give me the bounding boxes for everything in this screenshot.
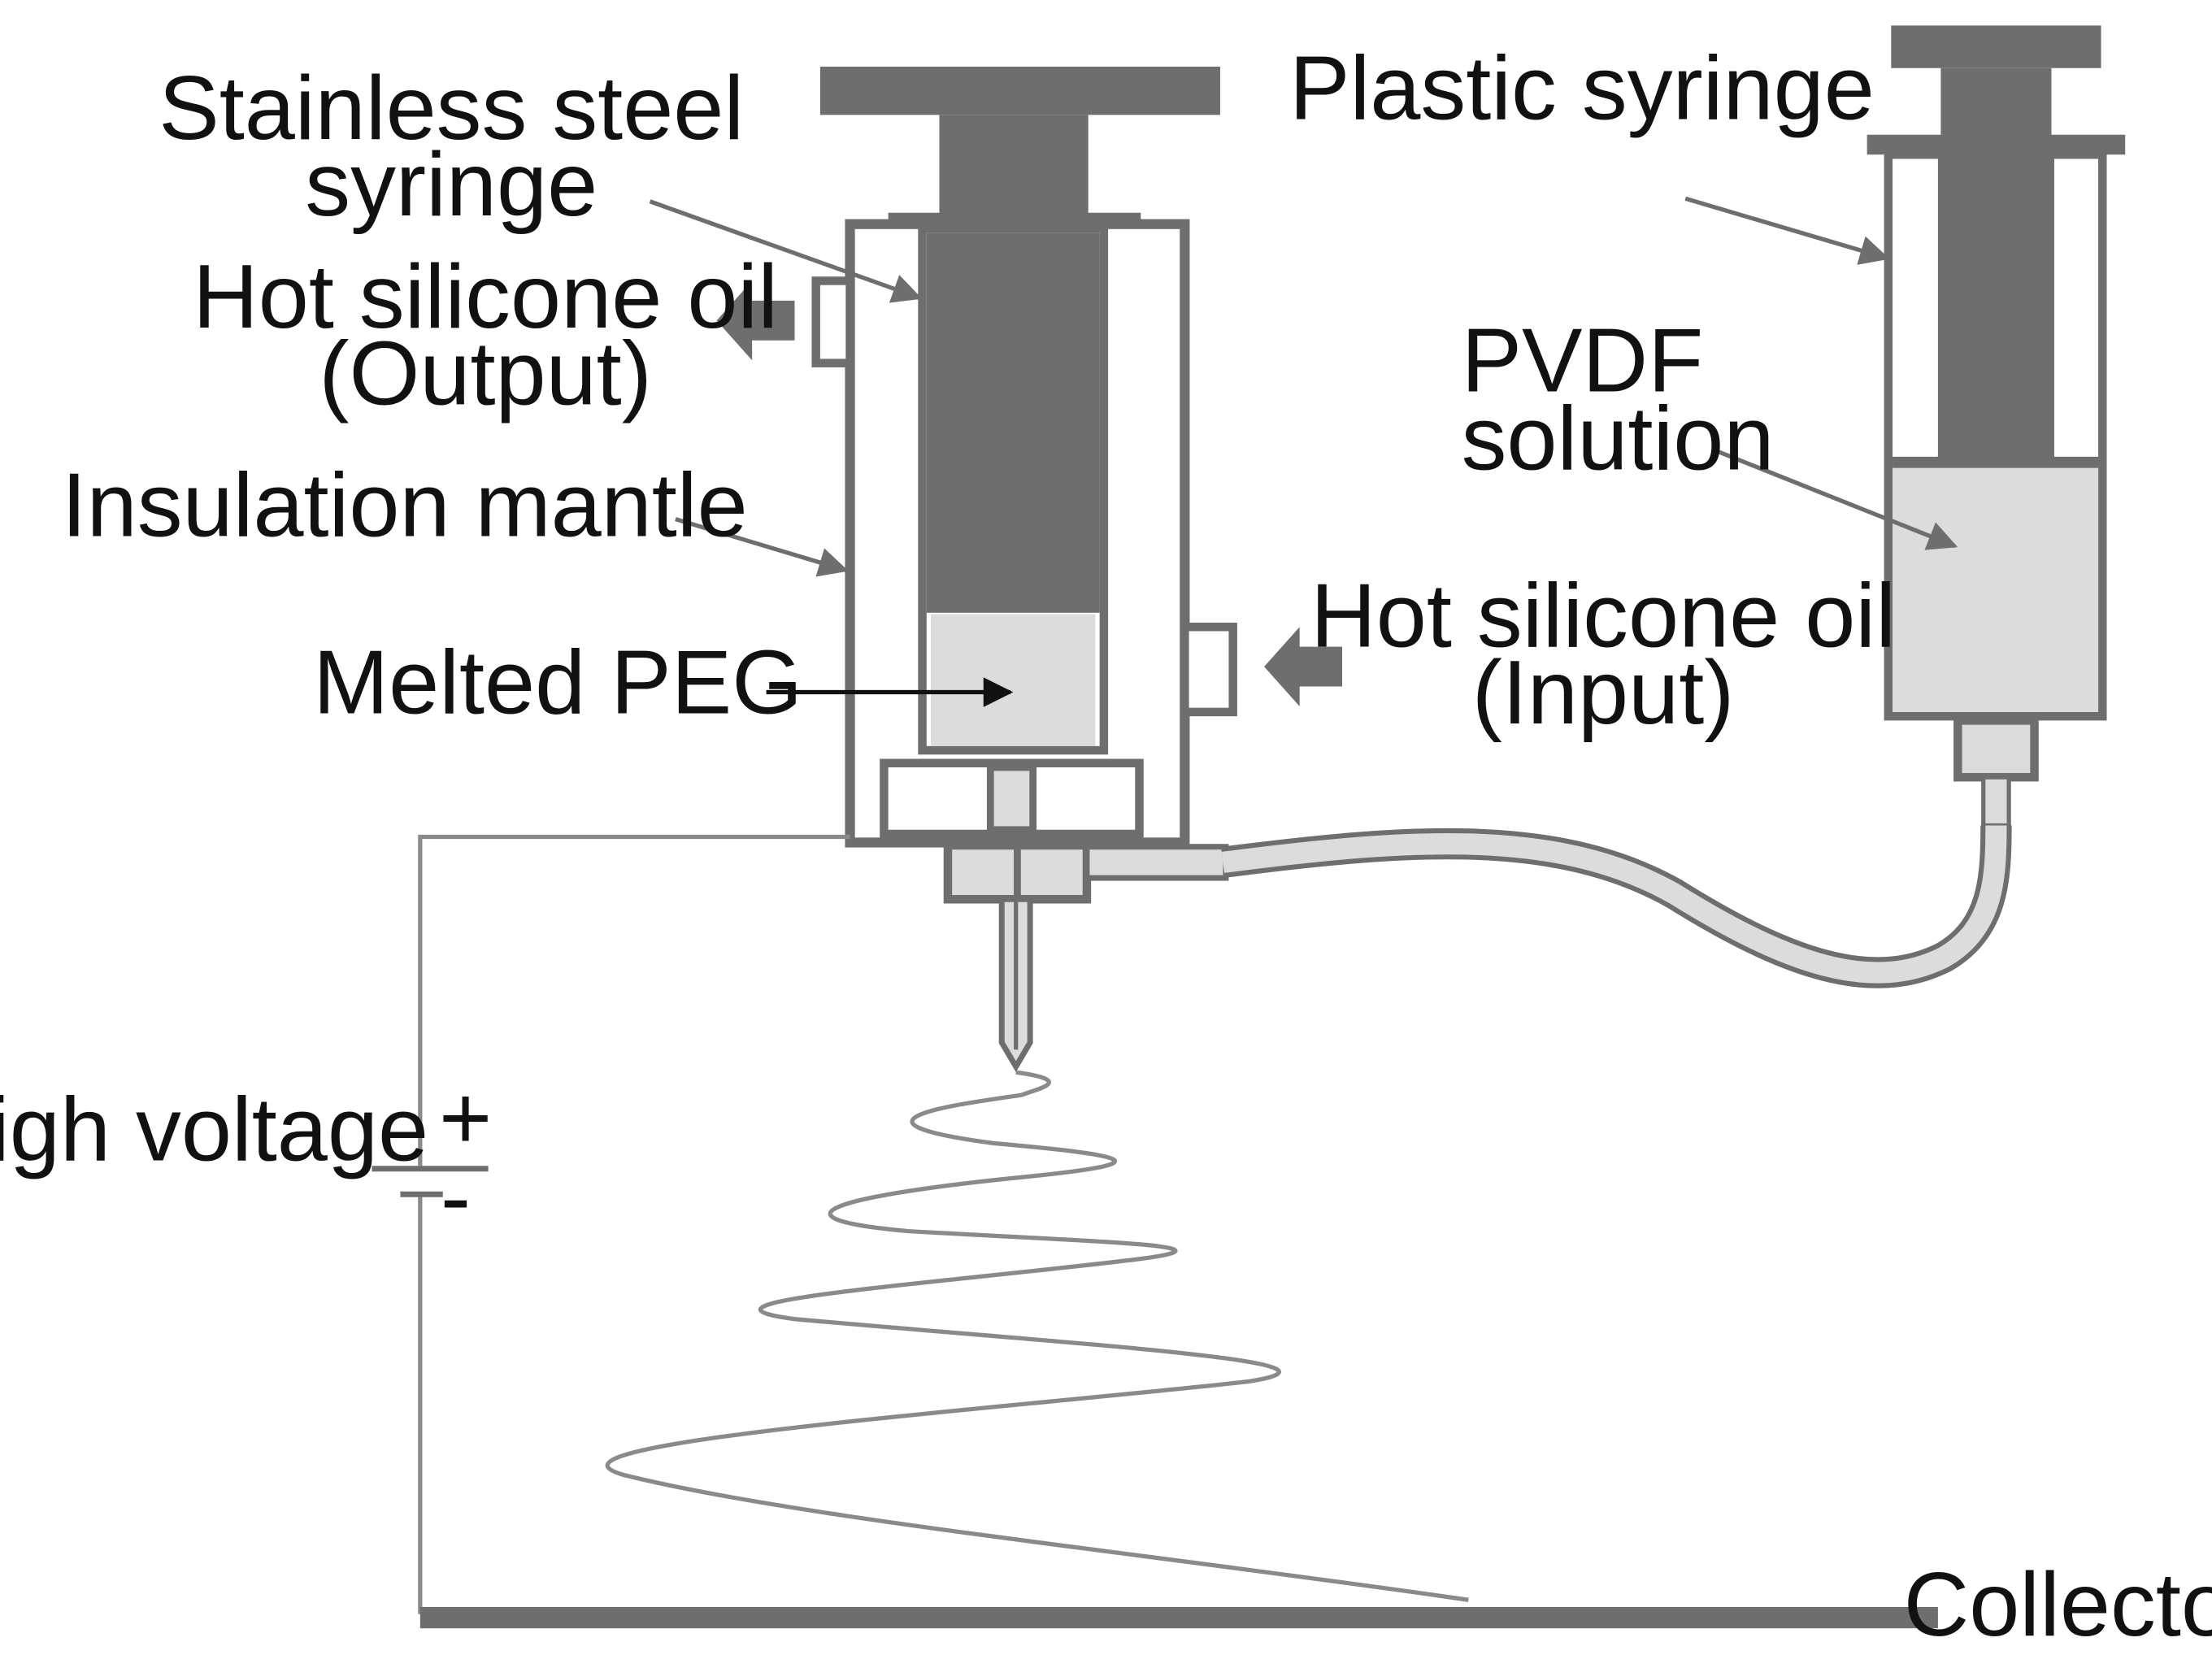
stainless-steel-syringe-assembly bbox=[811, 67, 1237, 1073]
polymer-jet bbox=[605, 1070, 1469, 1602]
label-collector: Collector bbox=[1904, 1553, 2212, 1655]
label-pvdf-line1: PVDF bbox=[1462, 310, 1704, 411]
pvdf-solution-pointer bbox=[1715, 449, 1958, 550]
plunger-top-plate bbox=[819, 67, 1220, 115]
label-plastic-syringe: Plastic syringe bbox=[1289, 37, 1875, 139]
circuit-wire bbox=[418, 834, 850, 1166]
label-hot-oil-output-line2: (Output) bbox=[319, 322, 652, 424]
plastic-syringe-assembly bbox=[1867, 25, 2126, 828]
plastic-syringe-nipple bbox=[1981, 775, 2011, 828]
oil-output-port bbox=[811, 276, 854, 367]
label-stainless-steel-line2: syringe bbox=[305, 133, 598, 235]
plunger-body bbox=[926, 232, 1100, 613]
oil-input-arrow-icon bbox=[1264, 627, 1343, 706]
feeding-tube-fill bbox=[1221, 825, 2007, 984]
plunger-stem bbox=[939, 115, 1089, 217]
label-hot-oil-output-line1: Hot silicone oil bbox=[193, 245, 778, 347]
insulation-mantle-pointer bbox=[675, 517, 849, 577]
melted-peg-fill bbox=[931, 614, 1096, 746]
plastic-syringe-tip bbox=[1953, 716, 2039, 782]
label-high-voltage: High voltage bbox=[0, 1078, 428, 1179]
pvdf-solution-fill bbox=[1893, 467, 2099, 712]
label-plus-sign: + bbox=[439, 1066, 492, 1168]
plastic-plunger-top bbox=[1891, 25, 2101, 68]
label-hot-oil-input-line2: (Input) bbox=[1472, 641, 1735, 743]
stainless-syringe-pointer bbox=[649, 199, 923, 303]
label-melted-peg: Melted PEG bbox=[313, 632, 802, 733]
base-center-channel bbox=[986, 763, 1036, 834]
label-stainless-steel-line1: Stainless steel bbox=[159, 57, 744, 159]
side-tube-connector bbox=[1084, 844, 1229, 881]
label-hot-oil-input-line1: Hot silicone oil bbox=[1310, 565, 1896, 667]
plastic-plunger-rod bbox=[1937, 154, 2054, 463]
plastic-plunger-seal bbox=[1893, 456, 2099, 468]
label-minus-sign: - bbox=[441, 1146, 471, 1248]
oil-input-port bbox=[1180, 623, 1237, 717]
plastic-plunger-stem bbox=[1940, 67, 2052, 137]
plastic-syringe-pointer bbox=[1684, 196, 1890, 265]
label-pvdf-line2: solution bbox=[1462, 388, 1775, 489]
oil-output-arrow-icon bbox=[716, 280, 795, 361]
label-insulation-mantle: Insulation mantle bbox=[62, 454, 748, 556]
collector-plate bbox=[419, 1606, 1938, 1629]
